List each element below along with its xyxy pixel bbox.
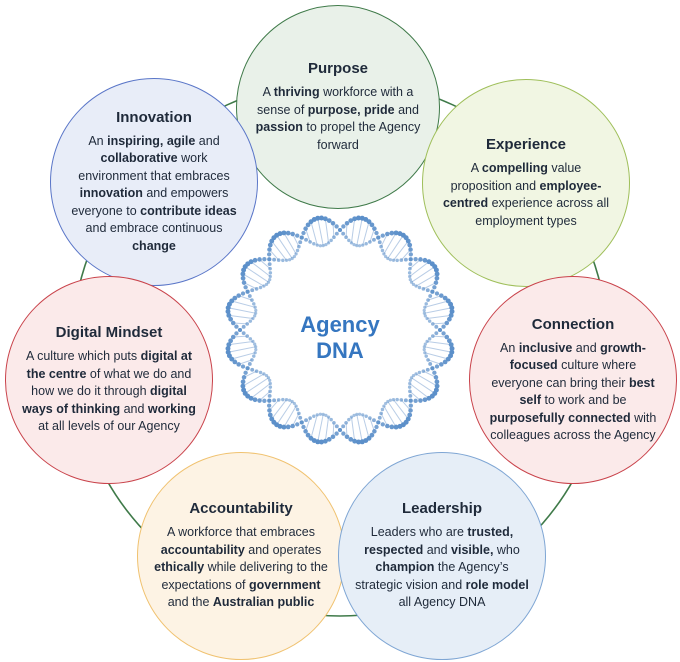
emphasis-text: collaborative: [100, 151, 178, 166]
node-purpose: Purpose A thriving workforce with a sens…: [236, 5, 440, 209]
desc-text: experience across all employment types: [475, 196, 610, 228]
emphasis-text: compelling: [481, 161, 548, 175]
desc-text: and empowers everyone to: [71, 186, 229, 218]
desc-text: who: [493, 542, 520, 557]
emphasis-text: ethically: [154, 560, 205, 575]
desc-text: and: [195, 133, 220, 148]
node-experience-title: Experience: [485, 136, 567, 153]
desc-text: of what we do and how we do it through: [31, 366, 192, 399]
emphasis-text: trusted, respected: [364, 525, 514, 557]
node-digital-mindset-title: Digital Mindset: [55, 324, 163, 342]
node-innovation-title: Innovation: [116, 108, 192, 126]
emphasis-text: contribute ideas: [140, 203, 237, 218]
node-purpose-title: Purpose: [307, 60, 368, 77]
emphasis-text: inspiring, agile: [107, 133, 196, 148]
emphasis-text: passion: [255, 120, 303, 134]
node-innovation-desc: An inspiring, agile and collaborative wo…: [71, 133, 237, 256]
node-connection-title: Connection: [531, 315, 615, 333]
desc-text: A: [262, 85, 274, 99]
desc-text: A workforce that embraces: [167, 525, 315, 540]
desc-text: workforce with a sense of: [257, 85, 414, 117]
node-experience-desc: A compelling value proposition and emplo…: [439, 160, 613, 230]
desc-text: culture where everyone can bring their: [491, 358, 637, 390]
emphasis-text: growth-focused: [509, 340, 646, 373]
node-accountability: Accountability A workforce that embraces…: [137, 452, 345, 660]
emphasis-text: innovation: [79, 186, 143, 201]
emphasis-text: government: [249, 577, 321, 592]
desc-text: and: [572, 340, 601, 355]
emphasis-text: digital at the centre: [26, 349, 193, 381]
emphasis-text: role model: [465, 577, 529, 592]
desc-text: with colleagues across the Agency: [490, 410, 657, 443]
node-digital-mindset: Digital Mindset A culture which puts dig…: [5, 276, 213, 484]
desc-text: and: [423, 542, 452, 557]
emphasis-text: champion: [375, 560, 435, 575]
emphasis-text: visible,: [451, 542, 494, 557]
desc-text: A: [470, 161, 482, 175]
node-purpose-desc: A thriving workforce with a sense of pur…: [253, 84, 423, 154]
node-leadership: Leadership Leaders who are trusted, resp…: [338, 452, 546, 660]
emphasis-text: digital ways of thinking: [22, 384, 187, 416]
emphasis-text: best self: [519, 375, 655, 408]
node-experience: Experience A compelling value propositio…: [422, 79, 630, 287]
desc-text: value proposition and: [450, 161, 582, 193]
node-digital-mindset-desc: A culture which puts digital at the cent…: [22, 348, 196, 436]
desc-text: at all levels of our Agency: [38, 419, 180, 434]
desc-text: to propel the Agency forward: [302, 120, 421, 152]
center-label-line1: Agency: [300, 312, 380, 337]
desc-text: and operates: [244, 542, 322, 557]
node-connection-desc: An inclusive and growth-focused culture …: [486, 340, 660, 445]
desc-text: and embrace continuous: [85, 221, 223, 236]
desc-text: all Agency DNA: [398, 595, 486, 610]
node-leadership-title: Leadership: [401, 500, 483, 518]
node-connection: Connection An inclusive and growth-focus…: [469, 276, 677, 484]
emphasis-text: working: [147, 401, 196, 416]
desc-text: Leaders who are: [370, 525, 468, 540]
emphasis-text: thriving: [273, 85, 320, 99]
emphasis-text: accountability: [160, 542, 245, 557]
emphasis-text: inclusive: [518, 340, 573, 355]
node-accountability-desc: A workforce that embraces accountability…: [154, 524, 328, 612]
desc-text: An: [500, 340, 519, 355]
emphasis-text: employee-centred: [442, 178, 602, 211]
center-label-line2: DNA: [316, 338, 364, 363]
node-leadership-desc: Leaders who are trusted, respected and v…: [355, 524, 529, 612]
desc-text: and the: [167, 595, 213, 610]
desc-text: and: [120, 401, 148, 416]
desc-text: An: [88, 133, 108, 148]
node-accountability-title: Accountability: [189, 500, 293, 518]
emphasis-text: purposefully connected: [489, 410, 631, 425]
desc-text: the Agency’s strategic vision and: [355, 560, 509, 592]
center-label: Agency DNA: [260, 312, 420, 364]
emphasis-text: purpose, pride: [307, 102, 395, 117]
desc-text: while delivering to the expectations of: [161, 560, 328, 592]
desc-text: and: [394, 102, 419, 117]
emphasis-text: Australian public: [212, 595, 315, 610]
node-innovation: Innovation An inspiring, agile and colla…: [50, 78, 258, 286]
desc-text: A culture which puts: [25, 349, 141, 364]
desc-text: to work and be: [541, 393, 627, 407]
desc-text: work environment that embraces: [78, 151, 230, 183]
emphasis-text: change: [132, 238, 176, 253]
